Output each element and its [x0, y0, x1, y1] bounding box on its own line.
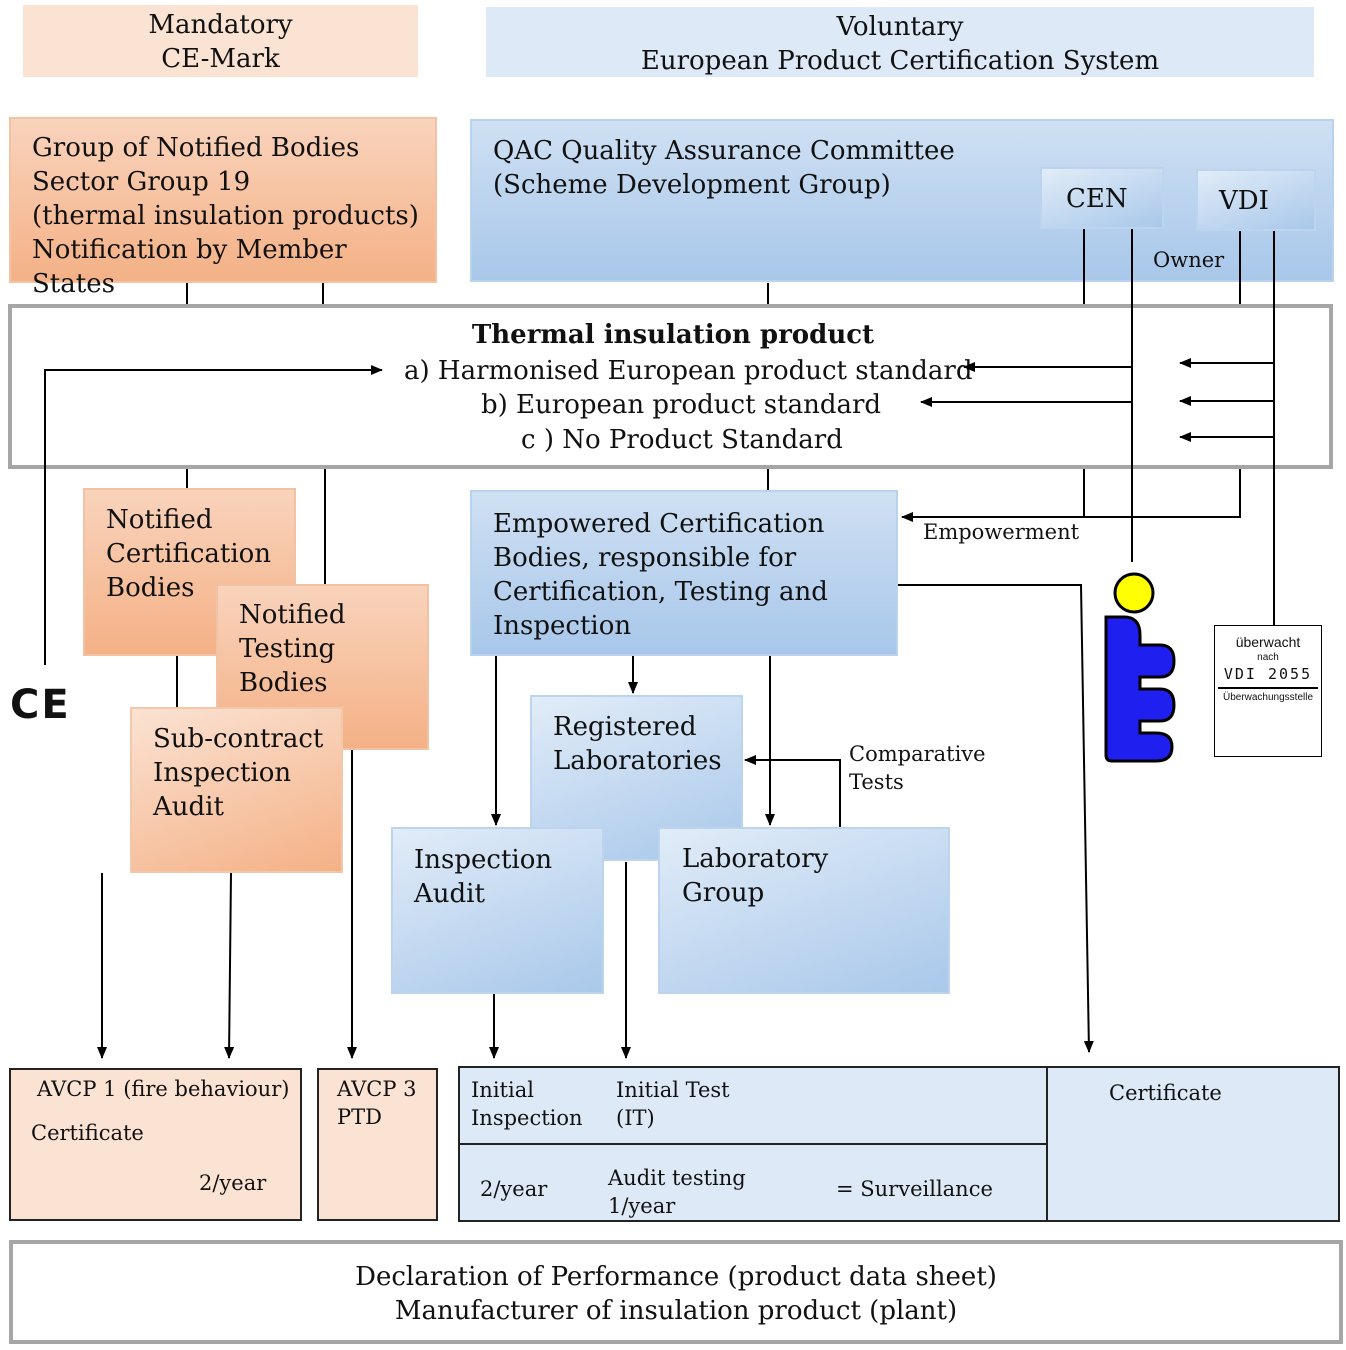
avcp1-box: AVCP 1 (fire behaviour) Certificate 2/ye… [9, 1068, 302, 1221]
declaration-of-performance-box: Declaration of Performance (product data… [9, 1240, 1343, 1344]
vdi-2055-seal: überwacht nach VDI 2055 Überwachungsstel… [1214, 625, 1322, 757]
certificate-cell: Certificate [1109, 1081, 1222, 1105]
qac-label: QAC Quality Assurance Committee (Scheme … [493, 136, 955, 200]
table-divider-vertical [1046, 1068, 1048, 1220]
vdi-seal-line4: Überwachungsstelle [1222, 692, 1314, 703]
ce-mark-icon: CE [10, 680, 80, 730]
initial-inspection-cell: Initial Inspection [471, 1078, 583, 1130]
mandatory-header: Mandatory CE-Mark [23, 5, 418, 77]
table-divider-horizontal [460, 1143, 1046, 1145]
laboratory-group-box: Laboratory Group [658, 827, 950, 994]
avcp1-certificate: Certificate [31, 1121, 144, 1145]
avcp1-frequency: 2/year [199, 1171, 267, 1195]
empowerment-label: Empowerment [923, 520, 1080, 544]
voluntary-header: Voluntary European Product Certification… [486, 7, 1314, 77]
notified-certification-bodies-box: Notified Certification Bodies [83, 488, 296, 656]
product-option-b: b) European product standard [481, 390, 882, 420]
initial-test-cell: Initial Test (IT) [616, 1078, 730, 1130]
thermal-insulation-product-frame [8, 304, 1333, 469]
comparative-tests-label: Comparative Tests [849, 742, 986, 794]
product-option-c: c ) No Product Standard [521, 425, 843, 455]
ce-mark-text: CE [10, 682, 71, 728]
notified-bodies-group-box: Group of Notified Bodies Sector Group 19… [9, 117, 437, 299]
product-title: Thermal insulation product [471, 320, 875, 350]
frequency-2year-cell: 2/year [480, 1177, 548, 1201]
surveillance-table: Initial Inspection Initial Test (IT) 2/y… [458, 1066, 1340, 1222]
inspection-audit-box: Inspection Audit [391, 827, 604, 994]
vdi-seal-line3: VDI 2055 [1218, 665, 1318, 689]
qac-box: QAC Quality Assurance Committee (Scheme … [470, 119, 1334, 282]
vdi-box: VDI [1196, 169, 1316, 231]
product-option-a: a) Harmonised European product standard [404, 356, 973, 386]
cen-box: CEN [1040, 167, 1164, 229]
avcp3-box: AVCP 3 PTD [317, 1068, 438, 1221]
vdi-seal-line2: nach [1257, 652, 1279, 663]
vdi-seal-line1: überwacht [1235, 634, 1301, 650]
quality-mark-logo-icon [1100, 565, 1180, 765]
owner-label: Owner [1153, 248, 1225, 272]
audit-testing-cell: Audit testing 1/year [608, 1166, 746, 1218]
subcontract-inspection-audit-box: Sub-contract Inspection Audit [130, 707, 343, 873]
empowered-certification-bodies-box: Empowered Certification Bodies, responsi… [470, 490, 898, 656]
avcp1-title: AVCP 1 (fire behaviour) [37, 1077, 290, 1101]
surveillance-cell: = Surveillance [836, 1177, 993, 1201]
